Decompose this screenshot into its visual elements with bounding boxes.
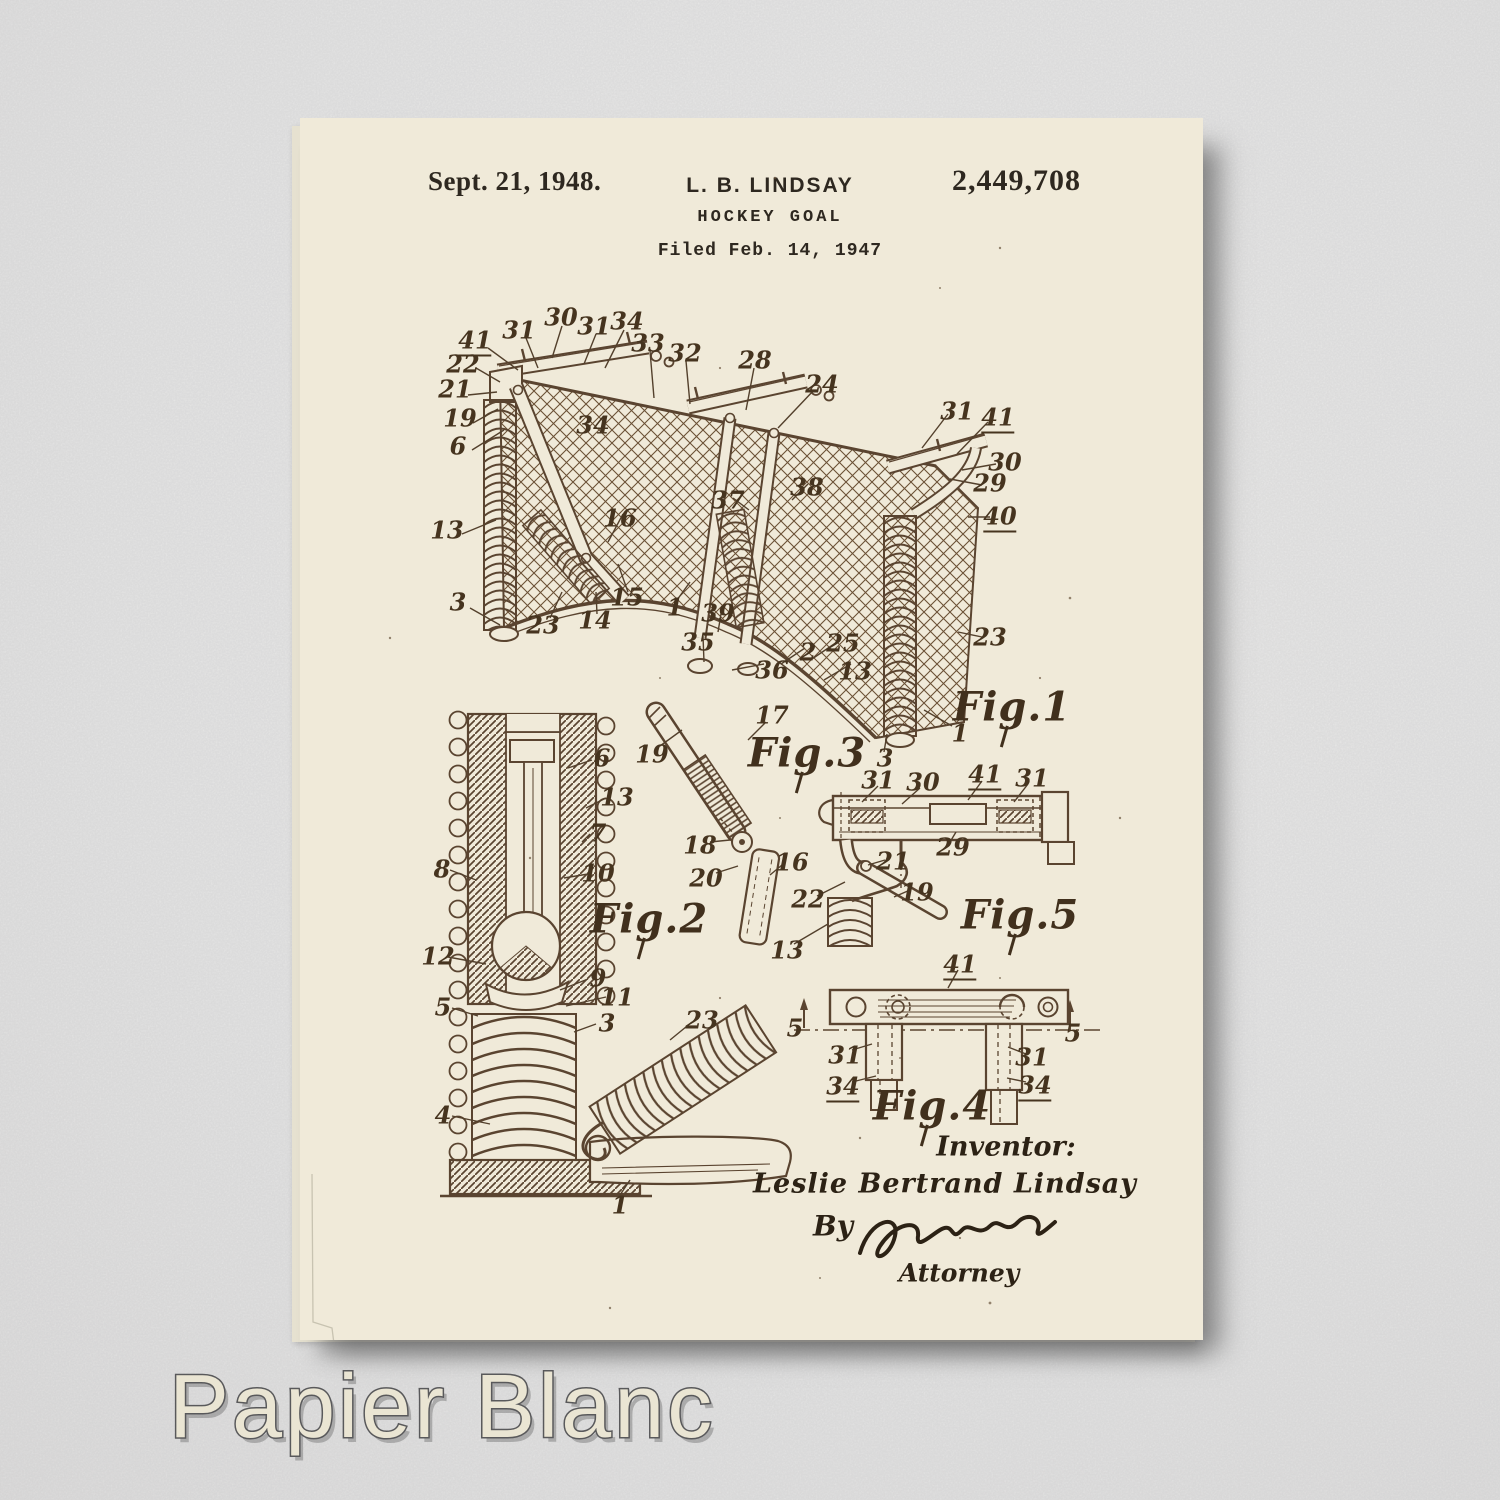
by-label: By (813, 1209, 853, 1243)
watermark-text: Papier Blanc (169, 1357, 715, 1457)
leader-lines (447, 325, 1029, 1199)
attorney-signature-scrawl (858, 1214, 1057, 1259)
patent-drawing (311, 176, 1122, 1340)
page-crease (311, 1173, 335, 1340)
fig1-goal-drawing (483, 331, 988, 748)
fig5-bracket-drawing (818, 790, 1075, 947)
patent-title: HOCKEY GOAL (697, 208, 843, 227)
fig2-post-section-drawing (440, 710, 792, 1198)
patent-inventor-header: L. B. LINDSAY (686, 174, 854, 197)
patent-filed-date: Filed Feb. 14, 1947 (657, 241, 883, 261)
ink-specks (388, 176, 1122, 1310)
patent-date: Sept. 21, 1948. (428, 166, 602, 196)
patent-poster: Sept. 21, 1948. L. B. LINDSAY HOCKEY GOA… (300, 118, 1203, 1340)
attorney-label: Attorney (898, 1258, 1020, 1288)
fig3-hinge-drawing (645, 701, 781, 946)
patent-number: 2,449,708 (952, 164, 1081, 197)
inventor-signature: Leslie Bertrand Lindsay (753, 1168, 1137, 1200)
papier-blanc-watermark: Papier Blanc Papier Blanc (168, 1356, 716, 1463)
fig4-bracket-top-drawing (794, 988, 1100, 1125)
watermark-shadow-text: Papier Blanc (173, 1362, 715, 1462)
inventor-label: Inventor: (936, 1131, 1076, 1163)
